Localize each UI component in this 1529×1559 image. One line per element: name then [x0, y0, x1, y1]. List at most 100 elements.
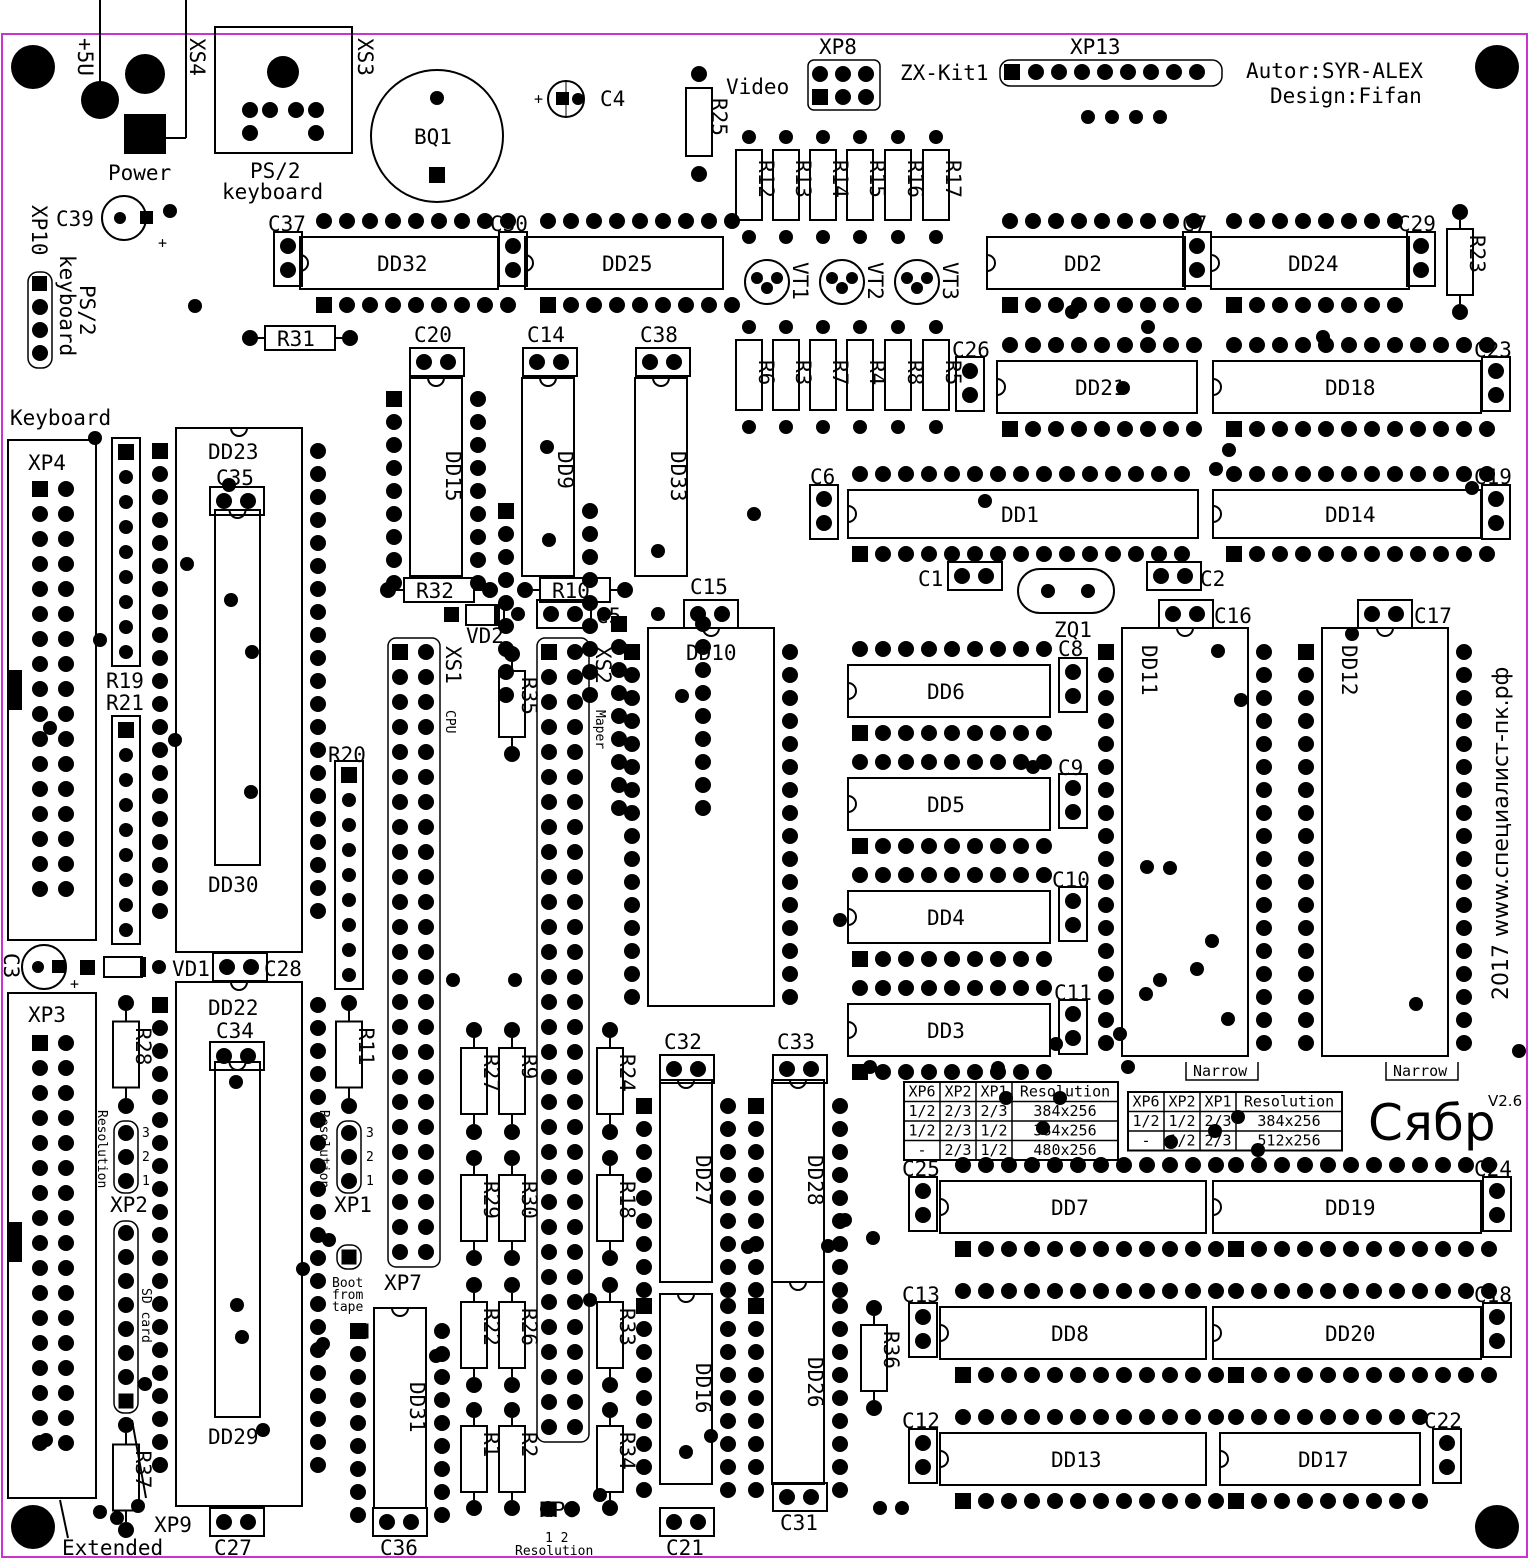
cap-label-c32: C32 — [664, 1030, 702, 1054]
chip-label-dd22: DD22 — [208, 996, 259, 1020]
cap-label-c17: C17 — [1414, 604, 1452, 628]
vd2-label: VD2 — [466, 624, 504, 648]
table-cell: 384x256 — [1033, 1102, 1096, 1120]
transistor-label: VT1 — [788, 262, 812, 300]
xp3-label: XP3 — [28, 1003, 66, 1027]
capacitors: C37C30C7C29C26C23C20C14C38C6C19C1C2C15C5… — [209, 212, 1512, 1559]
bq1-buzzer — [370, 69, 504, 203]
resistor-label-r5: R5 — [941, 360, 965, 385]
chip-label-dd27: DD27 — [691, 1155, 715, 1206]
resistor-label-r23: R23 — [1465, 235, 1489, 273]
cap-label-c37: C37 — [268, 212, 306, 236]
xp9-label: XP9 — [154, 1513, 192, 1537]
ps2-side-1: PS/2 — [75, 285, 99, 336]
cap-label-c20: C20 — [414, 323, 452, 347]
cap-label-c36: C36 — [380, 1536, 418, 1559]
chip-label-dd16: DD16 — [691, 1363, 715, 1414]
xp2-label: XP2 — [110, 1193, 148, 1217]
c4-label: C4 — [600, 87, 625, 111]
chip-label-dd14: DD14 — [1325, 503, 1376, 527]
cap-label-c18: C18 — [1474, 1283, 1512, 1307]
xp6-pins: 1 2 — [545, 1531, 568, 1546]
video-label: Video — [726, 75, 789, 99]
table-header: XP2 — [1168, 1093, 1195, 1111]
cap-label-c10: C10 — [1052, 868, 1090, 892]
pin-3-left: 3 — [142, 1126, 150, 1141]
xp10-label: XP10 — [27, 205, 51, 256]
r25-resistor — [685, 66, 713, 182]
chip-label-dd11: DD11 — [1137, 645, 1161, 696]
zxkit-label: ZX-Kit1 — [900, 61, 989, 85]
resistor-label-r11: R11 — [354, 1028, 378, 1066]
resistor-label-r19: R19 — [106, 669, 144, 693]
boot-label-1: Boot — [332, 1276, 363, 1291]
chip-label-dd20: DD20 — [1325, 1322, 1376, 1346]
cap-label-c19: C19 — [1474, 465, 1512, 489]
table-cell: 2/3 — [944, 1102, 971, 1120]
chip-label-dd18: DD18 — [1325, 376, 1376, 400]
bq1-label: BQ1 — [414, 125, 452, 149]
svg-text:+: + — [158, 234, 167, 252]
cap-label-c14: C14 — [527, 323, 565, 347]
cap-label-c16: C16 — [1214, 604, 1252, 628]
transistor-label: VT3 — [938, 262, 962, 300]
chip-label-dd29: DD29 — [208, 1425, 259, 1449]
chip-label-dd8: DD8 — [1051, 1322, 1089, 1346]
resistor-label-r31: R31 — [277, 327, 315, 351]
resistor-label-r36: R36 — [879, 1331, 903, 1369]
boot-label-3: tape — [332, 1300, 363, 1315]
pin-3-mid: 3 — [366, 1126, 374, 1141]
table-cell: 384x256 — [1257, 1112, 1320, 1130]
chip-label-dd32: DD32 — [377, 252, 428, 276]
table-header: XP6 — [1132, 1093, 1159, 1111]
table-cell: 1/2 — [908, 1102, 935, 1120]
cap-label-c8: C8 — [1058, 637, 1083, 661]
cap-label-c28: C28 — [264, 957, 302, 981]
resolution-xp6: Resolution — [515, 1544, 593, 1559]
resistor-label-r7: R7 — [828, 360, 852, 385]
cap-label-c24: C24 — [1474, 1157, 1512, 1181]
resistor-label-r13: R13 — [791, 160, 815, 198]
cap-label-c22: C22 — [1424, 1409, 1462, 1433]
chip-label-dd33: DD33 — [666, 451, 690, 502]
chip-label-dd28: DD28 — [803, 1155, 827, 1206]
ps2-side-2: keyboard — [55, 255, 79, 356]
extended-label: Extended — [62, 1536, 163, 1559]
table-cell: 1/2 — [908, 1122, 935, 1140]
cap-label-c29: C29 — [1398, 212, 1436, 236]
table-cell: 1/2 — [980, 1122, 1007, 1140]
cap-label-c38: C38 — [640, 323, 678, 347]
zq1-label: ZQ1 — [1054, 618, 1092, 642]
svg-text:+: + — [70, 975, 79, 993]
vd2-diode — [444, 604, 525, 626]
ps2-label-2: keyboard — [222, 180, 323, 204]
xp4-connector — [7, 439, 97, 941]
table-header: XP1 — [1204, 1093, 1231, 1111]
table-cell: 480x256 — [1033, 1141, 1096, 1159]
xs3-label: XS3 — [353, 38, 377, 76]
plus5v-label: +5U — [73, 38, 97, 76]
website-label: 2017 www.специалист-пк.рф — [1489, 667, 1514, 1000]
vias — [39, 299, 1526, 1525]
resistor-label-r21: R21 — [106, 691, 144, 715]
cap-label-c11: C11 — [1054, 981, 1092, 1005]
cap-label-c34: C34 — [216, 1019, 254, 1043]
c3-capacitor: + — [21, 944, 166, 993]
chip-label-dd7: DD7 — [1051, 1196, 1089, 1220]
version-label: V2.6 — [1488, 1092, 1522, 1110]
table-header: Resolution — [1020, 1083, 1110, 1101]
c4-capacitor: + — [534, 80, 585, 118]
chip-label-dd12: DD12 — [1337, 645, 1361, 696]
table-header: Resolution — [1244, 1093, 1334, 1111]
cap-label-c15: C15 — [690, 575, 728, 599]
cap-label-c6: C6 — [810, 465, 835, 489]
c39-label: C39 — [56, 207, 94, 231]
board-outline — [1, 33, 1528, 1558]
zq1-crystal — [1017, 568, 1115, 614]
c3-label: C3 — [0, 953, 23, 978]
chip-label-dd10: DD10 — [686, 641, 737, 665]
chip-label-dd24: DD24 — [1288, 252, 1339, 276]
